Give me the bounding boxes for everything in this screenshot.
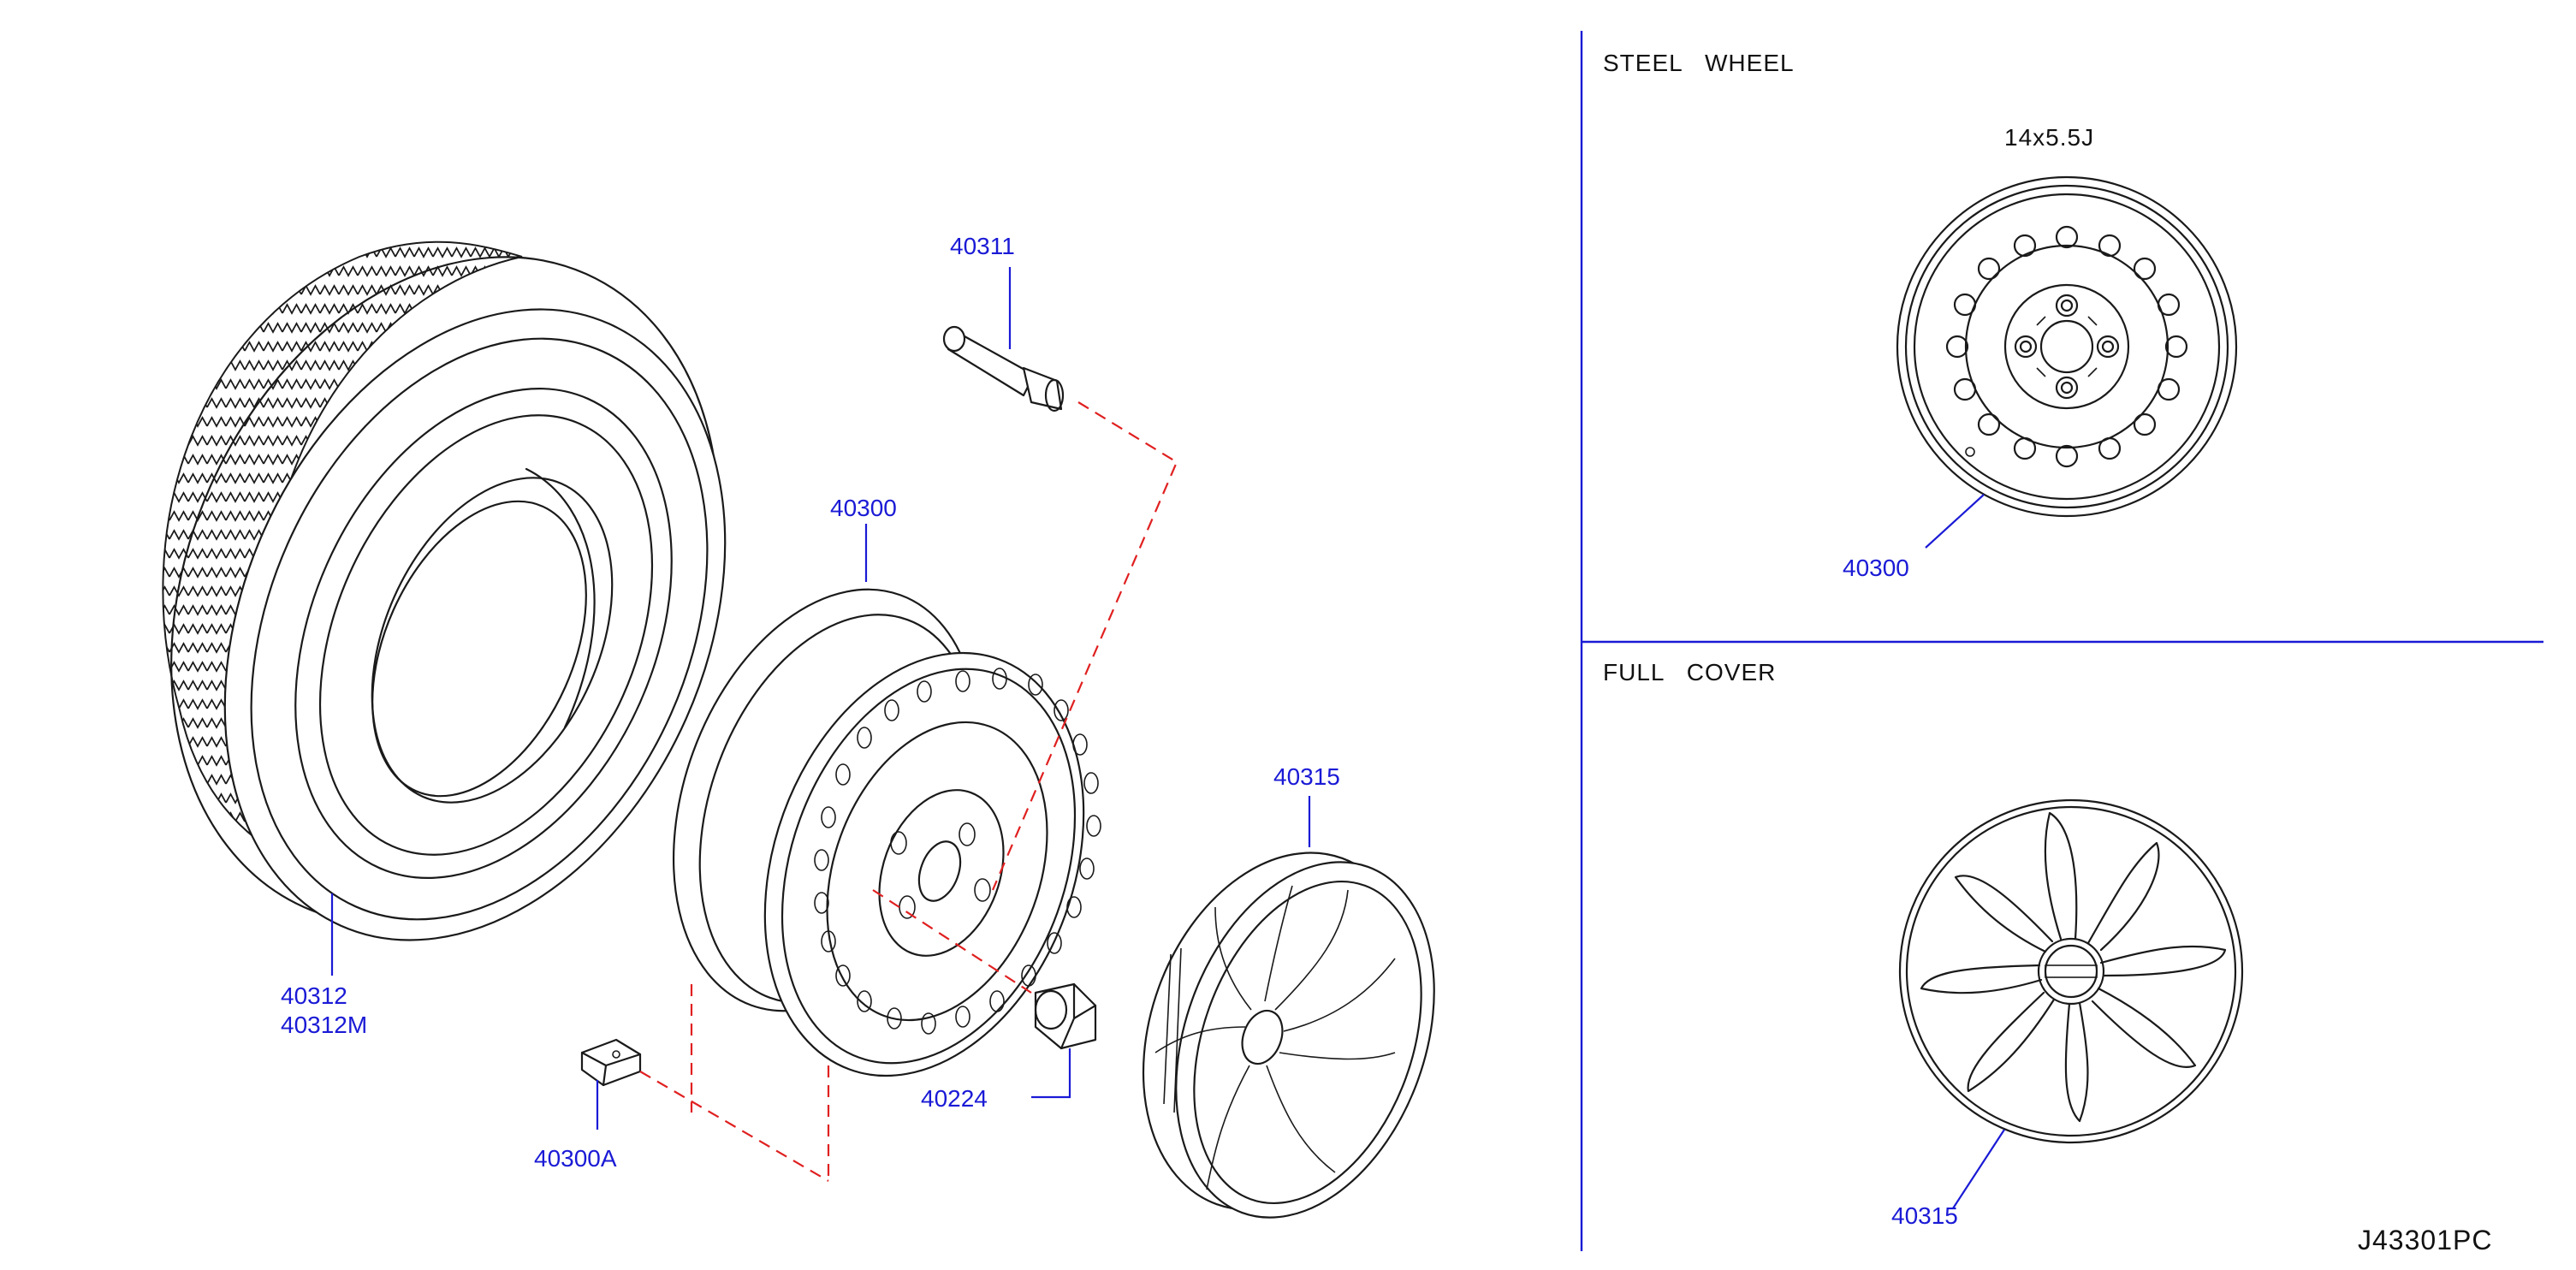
leader-lines bbox=[330, 267, 1311, 1130]
callout-steel-wheel-40300: 40300 bbox=[1843, 555, 1909, 581]
valve-stem-40311 bbox=[942, 325, 1065, 412]
callout-valve-40311: 40311 bbox=[950, 233, 1015, 259]
steel-wheel-front-view bbox=[1896, 175, 2238, 549]
phantom-lines bbox=[639, 401, 1178, 1182]
callout-tire-40312M: 40312M bbox=[281, 1012, 368, 1038]
steel-wheel-40300-exploded bbox=[673, 588, 1101, 1077]
callout-cover-40315: 40315 bbox=[1273, 763, 1340, 790]
callout-weight-40300A: 40300A bbox=[534, 1145, 617, 1172]
callout-full-cover-40315: 40315 bbox=[1891, 1202, 1958, 1229]
wheel-cover-40315-exploded bbox=[1142, 852, 1435, 1219]
callout-tire-40312: 40312 bbox=[281, 982, 347, 1009]
callout-nut-40224: 40224 bbox=[921, 1085, 988, 1112]
wheel-cover-front-view bbox=[1898, 798, 2244, 1209]
drawing-id: J43301PC bbox=[2358, 1225, 2493, 1255]
wheel-size-label: 14x5.5J bbox=[2004, 124, 2095, 151]
tire-40312 bbox=[162, 240, 727, 941]
balance-weight-40300A bbox=[580, 1038, 642, 1087]
section-title-full-cover: FULL COVER bbox=[1603, 659, 1777, 685]
section-title-steel-wheel: STEEL WHEEL bbox=[1603, 50, 1795, 76]
callout-wheel-40300: 40300 bbox=[830, 495, 897, 521]
wheel-nut-40224 bbox=[1034, 982, 1097, 1050]
section-separators bbox=[1580, 31, 2543, 1251]
